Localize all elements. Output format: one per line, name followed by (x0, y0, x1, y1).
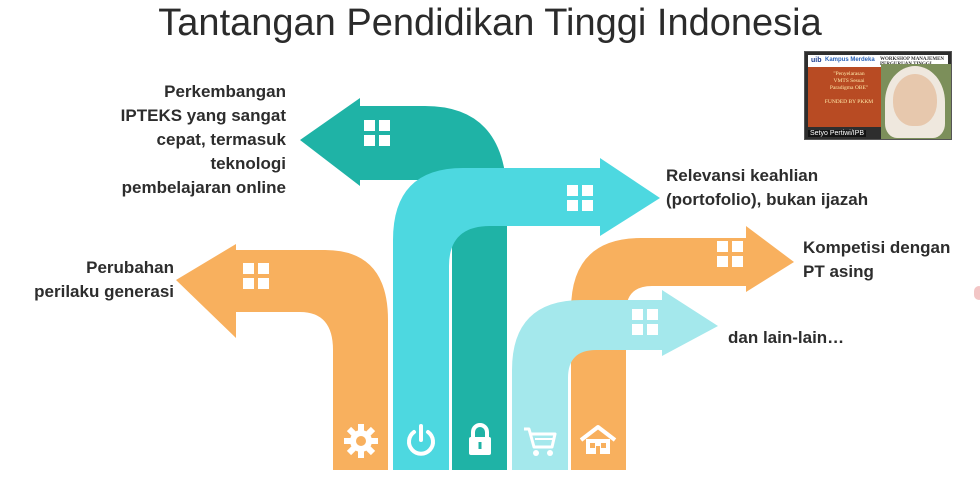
gear-icon (344, 424, 378, 458)
edge-indicator (974, 286, 980, 300)
webcam-thumbnail[interactable]: uib Kampus Merdeka WORKSHOP MANAJEMEN PE… (804, 51, 952, 140)
speaker-face (893, 74, 937, 126)
label-kompetisi: Kompetisi dengan PT asing (803, 238, 951, 281)
slide-text: "Penyelarasan VMTS Sesuai Paradigma OBE"… (824, 71, 874, 105)
lock-icon (469, 423, 491, 455)
page-title: Tantangan Pendidikan Tinggi Indonesia (158, 2, 822, 44)
power-icon (407, 424, 435, 456)
label-lainlain: dan lain-lain… (728, 328, 845, 347)
arrow-perilaku (176, 244, 388, 470)
label-perilaku: Perubahan perilaku generasi (34, 258, 174, 301)
house-icon (579, 425, 617, 454)
label-relevansi: Relevansi keahlian (portofolio), bukan i… (666, 166, 869, 209)
arrow-lainlain (512, 290, 718, 470)
cart-icon (524, 427, 557, 456)
arrow-kompetisi (571, 226, 794, 470)
label-ipteks: Perkembangan IPTEKS yang sangat cepat, t… (120, 82, 286, 197)
speaker-name: Setyo Pertiwi/IPB (808, 130, 867, 137)
uib-logo: uib (811, 57, 822, 64)
kampus-merdeka-logo: Kampus Merdeka (825, 57, 875, 63)
